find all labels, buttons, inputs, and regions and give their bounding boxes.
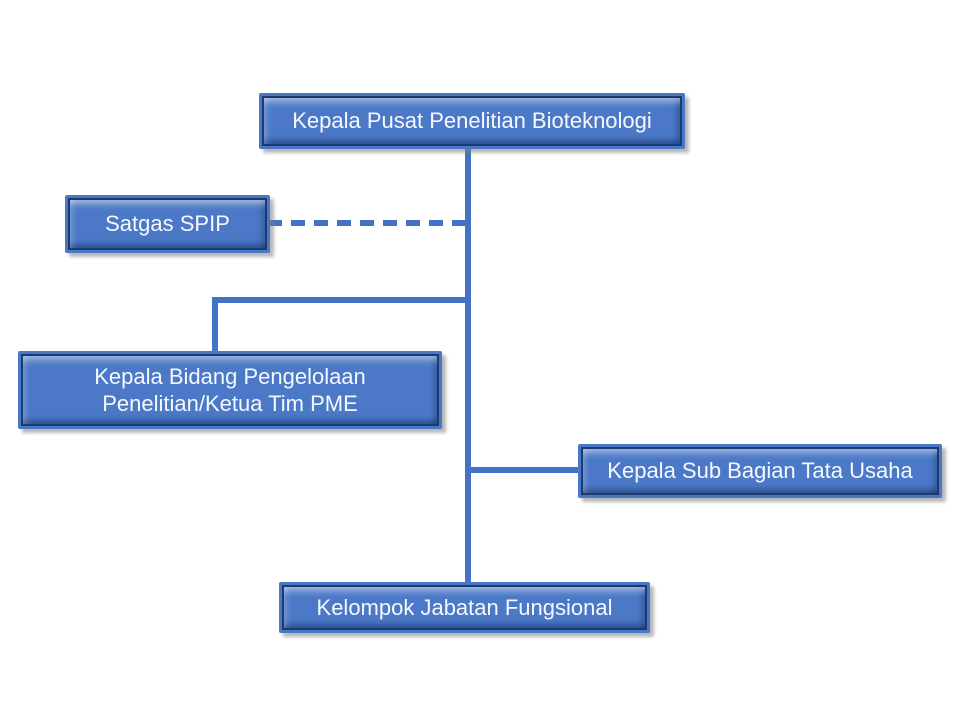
node-kepala-pusat: Kepala Pusat Penelitian Bioteknologi — [259, 93, 685, 149]
node-kelompok-jabatan-label: Kelompok Jabatan Fungsional — [316, 594, 613, 620]
node-kepala-sub-bagian-label: Kepala Sub Bagian Tata Usaha — [607, 458, 913, 484]
connector-kepala-sub-horizontal — [468, 467, 580, 473]
node-kepala-sub-bagian: Kepala Sub Bagian Tata Usaha — [578, 444, 942, 498]
node-kepala-pusat-label: Kepala Pusat Penelitian Bioteknologi — [292, 108, 652, 134]
node-satgas-spip-label: Satgas SPIP — [105, 211, 230, 237]
connector-satgas-dashed — [268, 220, 468, 226]
connector-kepala-bidang-horizontal — [212, 297, 471, 303]
node-kepala-bidang: Kepala Bidang Pengelolaan Penelitian/Ket… — [18, 351, 442, 429]
node-kepala-bidang-label-line1: Kepala Bidang Pengelolaan — [94, 363, 366, 389]
node-kelompok-jabatan: Kelompok Jabatan Fungsional — [279, 582, 650, 633]
node-kepala-bidang-label-line2: Penelitian/Ketua Tim PME — [102, 391, 358, 416]
node-satgas-spip: Satgas SPIP — [65, 195, 270, 253]
node-kepala-bidang-label: Kepala Bidang Pengelolaan Penelitian/Ket… — [94, 363, 366, 418]
connector-trunk-vertical — [465, 146, 471, 586]
connector-kepala-bidang-vertical — [212, 297, 218, 354]
